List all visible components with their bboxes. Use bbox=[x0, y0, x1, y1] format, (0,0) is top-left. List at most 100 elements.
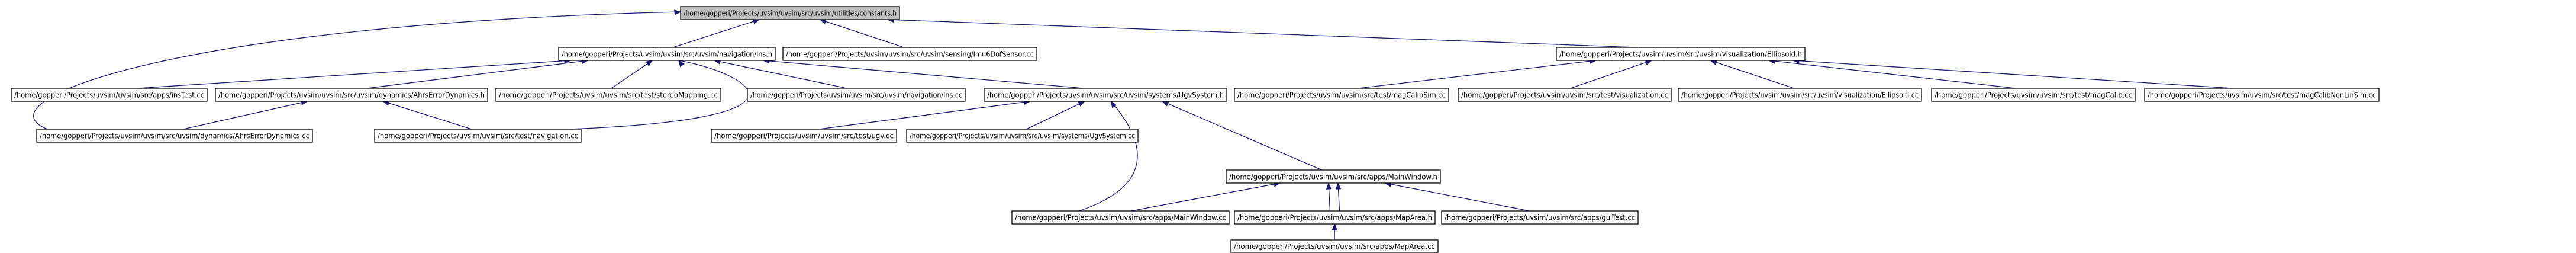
node-ins-h[interactable]: /home/gopperi/Projects/uvsim/uvsim/src/u… bbox=[558, 47, 776, 61]
node-label: /home/gopperi/Projects/uvsim/uvsim/src/a… bbox=[1237, 214, 1432, 222]
edge-line bbox=[367, 60, 588, 89]
node-label: /home/gopperi/Projects/uvsim/uvsim/src/a… bbox=[1229, 173, 1437, 181]
node-visualization-cc[interactable]: /home/gopperi/Projects/uvsim/uvsim/src/t… bbox=[1458, 88, 1672, 102]
node-maparea-h[interactable]: /home/gopperi/Projects/uvsim/uvsim/src/a… bbox=[1234, 210, 1436, 225]
node-label: /home/gopperi/Projects/uvsim/uvsim/src/t… bbox=[1237, 91, 1446, 100]
node-label: /home/gopperi/Projects/uvsim/uvsim/src/a… bbox=[14, 91, 204, 100]
node-label: /home/gopperi/Projects/uvsim/uvsim/src/t… bbox=[714, 132, 894, 140]
edge-mainwindow_h-to-maparea_h bbox=[1335, 182, 1342, 212]
arrowhead bbox=[1078, 101, 1086, 107]
node-maparea-cc[interactable]: /home/gopperi/Projects/uvsim/uvsim/src/a… bbox=[1230, 239, 1439, 253]
node-ugvsystem-h[interactable]: /home/gopperi/Projects/uvsim/uvsim/src/u… bbox=[984, 88, 1227, 102]
node-navigation-cc[interactable]: /home/gopperi/Projects/uvsim/uvsim/src/t… bbox=[374, 129, 582, 143]
node-ins-cc[interactable]: /home/gopperi/Projects/uvsim/uvsim/src/u… bbox=[747, 88, 966, 102]
node-ugvsystem-cc[interactable]: /home/gopperi/Projects/uvsim/uvsim/src/u… bbox=[906, 129, 1139, 143]
node-label: /home/gopperi/Projects/uvsim/uvsim/src/u… bbox=[218, 91, 485, 100]
node-label: /home/gopperi/Projects/uvsim/uvsim/src/u… bbox=[987, 91, 1224, 100]
edge-ins_h-to-constants bbox=[673, 18, 760, 48]
node-mainwindow-h[interactable]: /home/gopperi/Projects/uvsim/uvsim/src/a… bbox=[1226, 169, 1441, 184]
edge-line bbox=[818, 101, 1030, 130]
node-ellipsoid-cc[interactable]: /home/gopperi/Projects/uvsim/uvsim/src/u… bbox=[1678, 88, 1922, 102]
edge-ahrs_cc-to-constants bbox=[33, 9, 682, 130]
node-label: /home/gopperi/Projects/uvsim/uvsim/src/a… bbox=[1015, 214, 1226, 222]
node-label: /home/gopperi/Projects/uvsim/uvsim/src/t… bbox=[2148, 91, 2376, 100]
node-box bbox=[11, 88, 208, 102]
node-ugv-cc[interactable]: /home/gopperi/Projects/uvsim/uvsim/src/t… bbox=[711, 129, 897, 143]
edge-line bbox=[611, 60, 653, 89]
node-box bbox=[782, 47, 1037, 61]
node-label: /home/gopperi/Projects/uvsim/uvsim/src/u… bbox=[786, 50, 1034, 59]
node-ahrserrordynamics-cc[interactable]: /home/gopperi/Projects/uvsim/uvsim/src/u… bbox=[36, 129, 313, 143]
edge-line bbox=[183, 101, 308, 130]
node-label: /home/gopperi/Projects/uvsim/uvsim/src/a… bbox=[1234, 242, 1435, 251]
edge-line bbox=[33, 11, 681, 130]
node-imu6dofsensor-cc[interactable]: /home/gopperi/Projects/uvsim/uvsim/src/u… bbox=[782, 47, 1037, 61]
node-instest-cc[interactable]: /home/gopperi/Projects/uvsim/uvsim/src/a… bbox=[11, 88, 208, 102]
node-magcalibnonlinsim-cc[interactable]: /home/gopperi/Projects/uvsim/uvsim/src/t… bbox=[2144, 88, 2380, 102]
node-mainwindow-cc[interactable]: /home/gopperi/Projects/uvsim/uvsim/src/a… bbox=[1011, 210, 1230, 225]
node-magcalibsim-cc[interactable]: /home/gopperi/Projects/uvsim/uvsim/src/t… bbox=[1234, 88, 1449, 102]
node-magcalib-cc[interactable]: /home/gopperi/Projects/uvsim/uvsim/src/t… bbox=[1931, 88, 2136, 102]
edge-line bbox=[1792, 60, 2233, 89]
nodes-layer: /home/gopperi/Projects/uvsim/uvsim/src/u… bbox=[11, 6, 2380, 253]
edge-line bbox=[1570, 60, 1652, 89]
node-box bbox=[215, 88, 488, 102]
node-box bbox=[906, 129, 1139, 143]
edge-line bbox=[887, 19, 1636, 48]
edge-ugv_test-to-ugv_h bbox=[818, 99, 1031, 130]
node-box bbox=[1011, 210, 1230, 225]
edge-imu_cc-to-constants bbox=[819, 18, 904, 48]
node-ahrserrordynamics-h[interactable]: /home/gopperi/Projects/uvsim/uvsim/src/u… bbox=[215, 88, 488, 102]
node-box bbox=[2144, 88, 2380, 102]
edge-visualization-to-ellipsoid_h bbox=[1570, 59, 1653, 89]
node-box bbox=[711, 129, 897, 143]
node-constants[interactable]: /home/gopperi/Projects/uvsim/uvsim/src/u… bbox=[680, 6, 900, 20]
edge-mainwindow_cc-to-mainwindow_h bbox=[1131, 181, 1281, 212]
edge-mainwindow_h-to-ugv_h bbox=[1162, 101, 1323, 171]
edge-line bbox=[1768, 60, 2016, 89]
node-box bbox=[1678, 88, 1922, 102]
edge-stereo-to-ins_h bbox=[611, 60, 653, 89]
edge-magcalib-to-ellipsoid_h bbox=[1768, 58, 2016, 89]
arrowhead bbox=[678, 59, 685, 68]
node-box bbox=[1556, 47, 1806, 61]
node-box bbox=[680, 6, 900, 20]
edge-mainwindow_cc-to-ugv_h bbox=[1079, 100, 1138, 212]
node-guitest-cc[interactable]: /home/gopperi/Projects/uvsim/uvsim/src/a… bbox=[1441, 210, 1639, 225]
node-label: /home/gopperi/Projects/uvsim/uvsim/src/u… bbox=[684, 9, 897, 18]
edge-line bbox=[763, 60, 1084, 89]
node-label: /home/gopperi/Projects/uvsim/uvsim/src/u… bbox=[40, 132, 309, 140]
node-box bbox=[36, 129, 313, 143]
node-stereomapping-cc[interactable]: /home/gopperi/Projects/uvsim/uvsim/src/t… bbox=[495, 88, 721, 102]
edge-instest-to-ins_h bbox=[137, 57, 572, 89]
edge-ugv_cc-to-ugv_h bbox=[1026, 101, 1086, 130]
node-box bbox=[1234, 210, 1436, 225]
arrowhead bbox=[1326, 182, 1332, 190]
node-box bbox=[374, 129, 582, 143]
node-label: /home/gopperi/Projects/uvsim/uvsim/src/a… bbox=[1445, 214, 1635, 222]
edge-ellipsoid_h-to-constants bbox=[886, 17, 1636, 48]
node-label: /home/gopperi/Projects/uvsim/uvsim/src/u… bbox=[910, 132, 1135, 140]
edge-maparea_cc-to-maparea_h bbox=[1331, 223, 1337, 241]
arrowhead bbox=[1331, 223, 1337, 230]
edge-line bbox=[1162, 101, 1323, 171]
edge-maparea_h-to-mainwindow_h bbox=[1326, 182, 1332, 212]
node-label: /home/gopperi/Projects/uvsim/uvsim/src/u… bbox=[750, 91, 962, 100]
node-label: /home/gopperi/Projects/uvsim/uvsim/src/t… bbox=[1935, 91, 2132, 100]
arrowhead bbox=[1162, 101, 1169, 107]
edge-line bbox=[1358, 60, 1596, 89]
node-box bbox=[1230, 239, 1439, 253]
arrowhead bbox=[1111, 100, 1117, 108]
node-ellipsoid-h[interactable]: /home/gopperi/Projects/uvsim/uvsim/src/u… bbox=[1556, 47, 1806, 61]
edge-line bbox=[714, 60, 847, 89]
node-box bbox=[1931, 88, 2136, 102]
edge-line bbox=[1385, 182, 1530, 212]
node-label: /home/gopperi/Projects/uvsim/uvsim/src/t… bbox=[499, 91, 718, 100]
edge-line bbox=[1131, 182, 1281, 212]
edge-line bbox=[137, 60, 571, 89]
node-label: /home/gopperi/Projects/uvsim/uvsim/src/u… bbox=[1559, 50, 1802, 59]
edge-line bbox=[1026, 101, 1085, 130]
node-label: /home/gopperi/Projects/uvsim/uvsim/src/u… bbox=[562, 50, 772, 59]
edge-ugv_h-to-ins_h bbox=[762, 58, 1084, 89]
